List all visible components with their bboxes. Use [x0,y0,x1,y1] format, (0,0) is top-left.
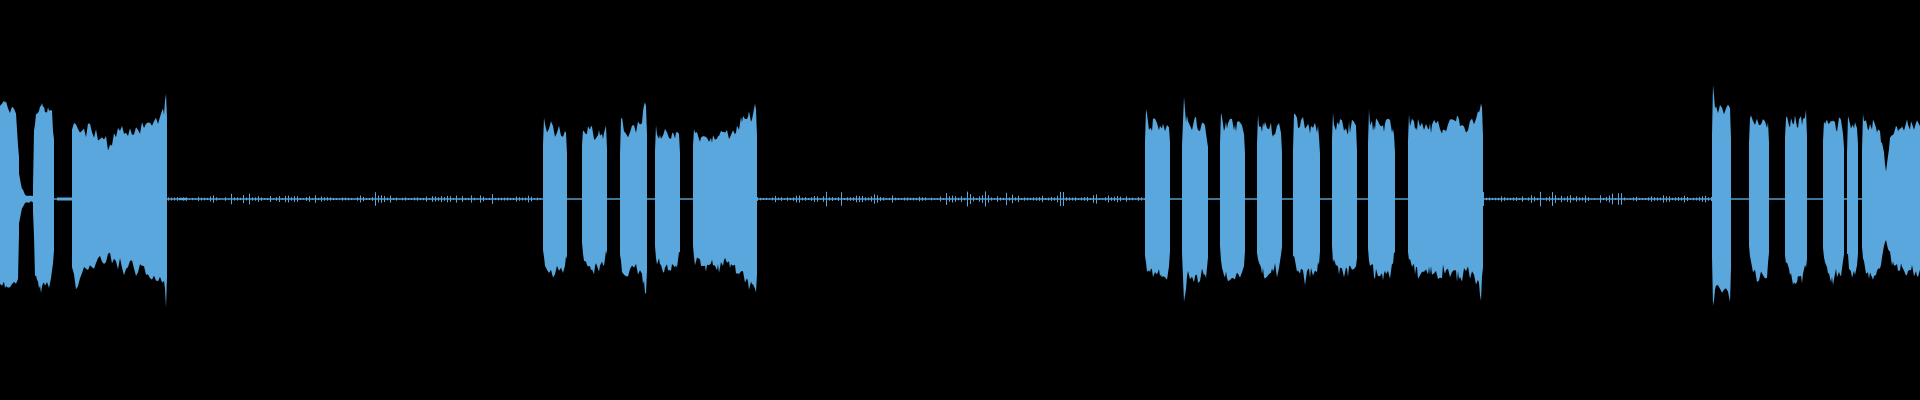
tone-burst [72,93,167,308]
tone-burst [1712,84,1731,306]
tone-burst [1749,115,1769,283]
tone-burst [1145,109,1170,280]
tone-burst [1220,112,1245,282]
baseline-noise [168,191,1712,207]
tone-burst [1182,96,1208,302]
tone-burst [1293,113,1320,286]
center-line [0,198,1920,200]
tone-burst [693,103,757,293]
tone-burst [582,125,607,275]
tone-burst [0,100,19,288]
tone-burst [33,103,54,293]
tone-burst [1785,109,1807,285]
baseline-dash [57,197,72,201]
tone-burst [1368,109,1395,281]
tone-burst [620,102,647,294]
waveform-bursts [0,84,1920,308]
tone-burst [1847,116,1858,278]
tone-burst [655,125,680,273]
tone-burst [1823,117,1844,285]
tone-burst [1408,103,1483,301]
tone-burst [19,173,33,224]
tone-burst [543,117,567,278]
tone-burst [1257,114,1282,279]
tone-burst [1332,112,1357,278]
tone-burst [1862,114,1920,280]
